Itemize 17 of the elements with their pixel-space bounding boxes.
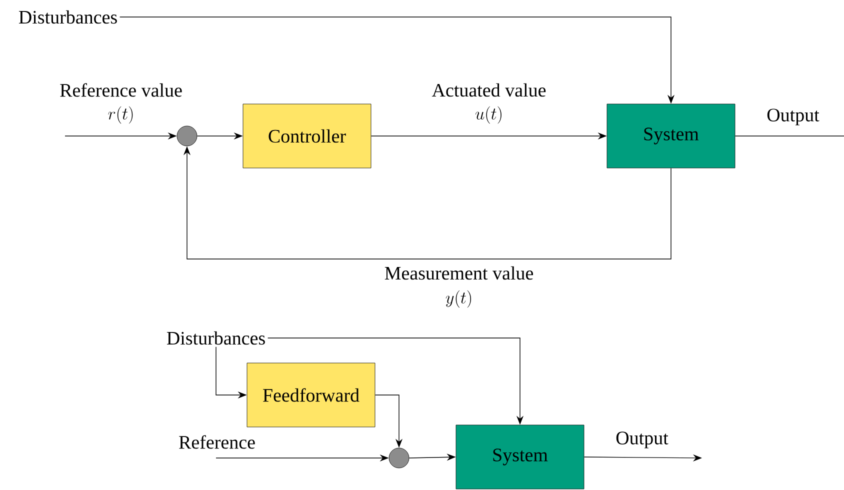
controller-box: Controller [242, 104, 372, 168]
edge-label: Reference value [60, 83, 182, 97]
disturbance-label: Disturbances [18, 10, 117, 24]
variable-label: $u(t)$ [475, 106, 502, 124]
system-box: System [456, 424, 584, 490]
variable-label: $r(t)$ [108, 106, 133, 124]
edge-label: Output [616, 432, 668, 448]
summing-junction [388, 448, 410, 468]
disturbance-label: Disturbances [166, 331, 265, 345]
edge-label: Reference [179, 435, 255, 449]
edge-label: Actuated value [432, 83, 546, 97]
edge-label: Output [767, 108, 820, 126]
edge-label: Measurement value [384, 266, 534, 280]
summing-junction [176, 126, 198, 146]
controller-box: Feedforward [246, 362, 376, 428]
system-box: System [606, 104, 736, 168]
variable-label: $y(t)$ [446, 290, 472, 308]
